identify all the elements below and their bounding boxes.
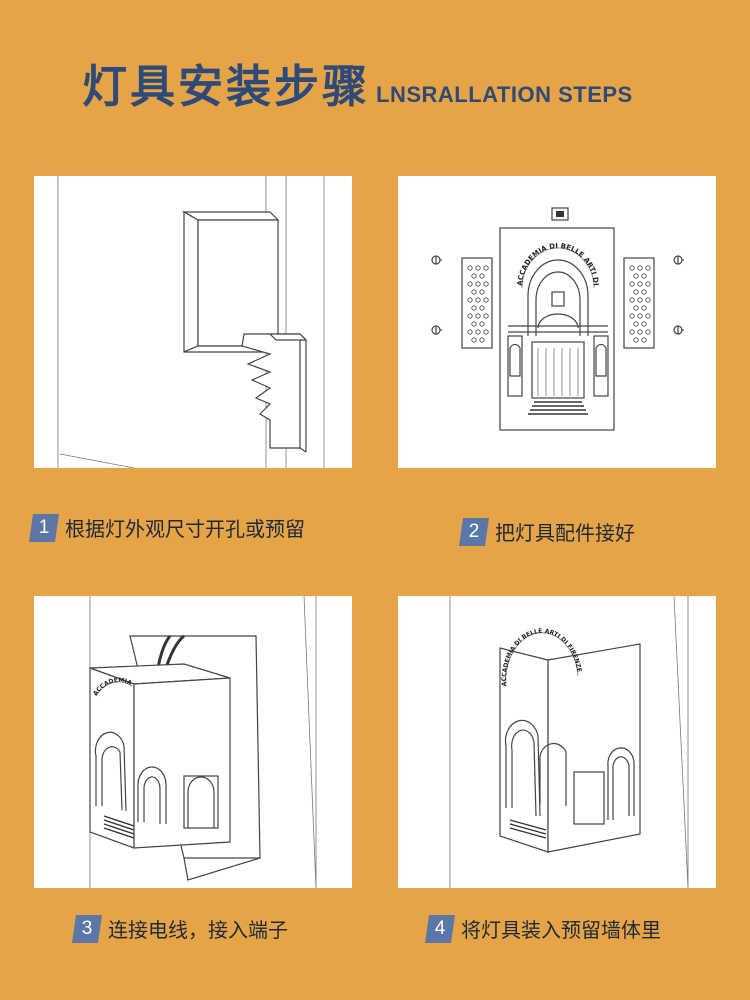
step-4-badge: 4 <box>425 914 455 943</box>
wiring-drawing: ACCADEMIA DI BELLE <box>34 596 317 888</box>
step-2-illustration: ACCADEMIA DI BELLE ARTI DI FIRENZE <box>398 176 716 468</box>
step-1-badge: 1 <box>29 513 59 542</box>
screw-icon <box>431 255 684 335</box>
step-1-text: 根据灯外观尺寸开孔或预留 <box>65 517 305 541</box>
title-english: LNSRALLATION STEPS <box>376 82 633 107</box>
title-chinese: 灯具安装步骤 <box>82 60 371 113</box>
left-perforated-panel <box>461 257 493 349</box>
step-2-badge: 2 <box>459 517 489 546</box>
svg-text:ACCADEMIA DI BELLE: ACCADEMIA DI BELLE <box>34 596 135 697</box>
lamp-front-view: ACCADEMIA DI BELLE ARTI DI FIRENZE <box>398 176 615 431</box>
step-4-illustration: ACCADEMIA DI BELLE ARTI DI FIRENZE <box>398 596 716 888</box>
step-2-text: 把灯具配件接好 <box>495 521 635 545</box>
step-1-caption: 1 根据灯外观尺寸开孔或预留 <box>29 513 305 542</box>
step-2-caption: 2 把灯具配件接好 <box>459 517 635 546</box>
step-3-text: 连接电线，接入端子 <box>108 918 288 942</box>
step-3-caption: 3 连接电线，接入端子 <box>72 914 288 943</box>
step-4-caption: 4 将灯具装入预留墙体里 <box>425 914 661 943</box>
page-title: 灯具安装步骤 LNSRALLATION STEPS <box>82 50 633 115</box>
step-4-text: 将灯具装入预留墙体里 <box>461 918 661 942</box>
step-3-illustration: ACCADEMIA DI BELLE <box>34 596 352 888</box>
components-drawing: ACCADEMIA DI BELLE ARTI DI FIRENZE <box>398 176 684 431</box>
wall-cutout-drawing <box>57 176 325 468</box>
installed-drawing: ACCADEMIA DI BELLE ARTI DI FIRENZE <box>449 596 689 888</box>
step-1-illustration <box>34 176 352 468</box>
step-3-badge: 3 <box>72 914 102 943</box>
right-perforated-panel <box>623 257 655 349</box>
